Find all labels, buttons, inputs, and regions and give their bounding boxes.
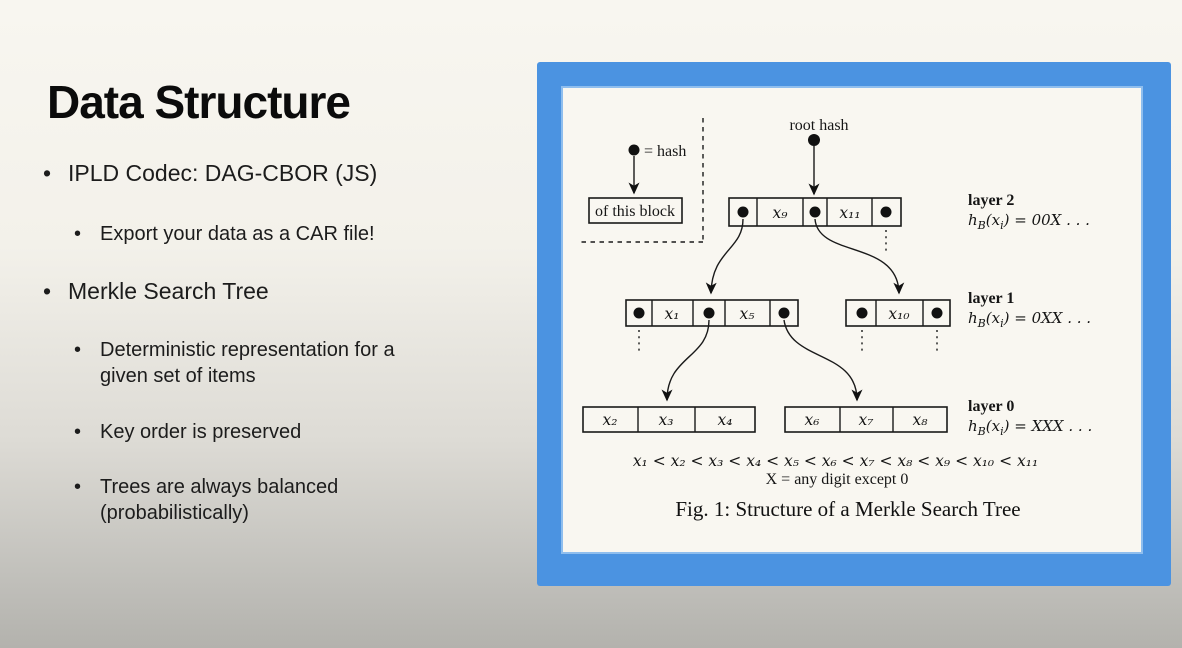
- formula-rest: ) = 0XX . . .: [1003, 309, 1092, 327]
- cell-x8: x₈: [913, 411, 929, 429]
- cell-x4: x₄: [718, 411, 733, 429]
- layer0-name: layer 0: [968, 398, 1015, 415]
- cell-x7: x₇: [859, 411, 875, 429]
- figure-caption: Fig. 1: Structure of a Merkle Search Tre…: [675, 497, 1021, 521]
- layer1-name: layer 1: [968, 290, 1015, 307]
- legend-box-label: of this block: [595, 203, 675, 220]
- formula-hsub: B: [977, 317, 986, 330]
- arrow-l2-to-l1-right: [814, 218, 905, 295]
- formula-mid: (x: [985, 417, 1001, 435]
- legend-divider: [577, 118, 704, 243]
- formula-rest: ) = 00X . . .: [1003, 211, 1090, 229]
- formula-hsub: B: [977, 219, 986, 232]
- layer1-label: layer 1 hB(xi) = 0XX . . .: [968, 290, 1138, 330]
- cell-x11: x₁₁: [839, 204, 860, 222]
- hash-dot-icon: [809, 206, 821, 218]
- cell-x2: x₂: [603, 411, 618, 429]
- merkle-tree-diagram: = hash of this block root hash x₉ x₁₁ x₁: [577, 117, 951, 433]
- formula-mid: (x: [985, 309, 1001, 327]
- arrow-l2-to-l1-left: [705, 218, 744, 295]
- hash-dot-icon: [778, 307, 790, 319]
- layer1-formula: hB(xi) = 0XX . . .: [968, 309, 1138, 330]
- cell-x10: x₁₀: [888, 305, 910, 323]
- layer2-formula: hB(xi) = 00X . . .: [968, 211, 1138, 232]
- hash-dot-icon: [628, 144, 640, 156]
- root-hash-dot-icon: [808, 134, 820, 146]
- cell-x5: x₅: [740, 305, 756, 323]
- formula-h: h: [968, 417, 978, 435]
- merkle-tree-figure: = hash of this block root hash x₉ x₁₁ x₁: [563, 88, 1141, 552]
- layer2-node: x₉ x₁₁: [728, 197, 902, 227]
- page-title: Data Structure: [47, 75, 351, 128]
- bullet-deterministic: Deterministic representation for a given…: [74, 337, 445, 390]
- formula-rest: ) = XXX . . .: [1003, 417, 1093, 435]
- formula-isub: i: [1000, 425, 1004, 438]
- layer1-left-node: x₁ x₅: [625, 299, 799, 327]
- root-hash-label: root hash: [789, 117, 848, 134]
- bullet-ipld-codec: IPLD Codec: DAG-CBOR (JS): [43, 158, 377, 189]
- bullet-merkle-tree: Merkle Search Tree: [43, 276, 269, 307]
- layer2-label: layer 2 hB(xi) = 00X . . .: [968, 192, 1138, 232]
- cell-x9: x₉: [773, 204, 789, 222]
- arrow-l1-to-l0-right: [783, 319, 863, 402]
- layer2-name: layer 2: [968, 192, 1015, 209]
- formula-h: h: [968, 211, 978, 229]
- formula-h: h: [968, 309, 978, 327]
- bullet-key-order: Key order is preserved: [74, 419, 301, 446]
- layer0-formula: hB(xi) = XXX . . .: [968, 417, 1138, 438]
- hash-dot-icon: [737, 206, 749, 218]
- formula-isub: i: [1000, 317, 1004, 330]
- hash-dot-icon: [703, 307, 715, 319]
- formula-mid: (x: [985, 211, 1001, 229]
- formula-isub: i: [1000, 219, 1004, 232]
- layer0-left-node: x₂ x₃ x₄: [582, 406, 756, 433]
- hash-dot-icon: [633, 307, 645, 319]
- bullet-balanced: Trees are always balanced (probabilistic…: [74, 474, 385, 527]
- hash-dot-icon: [931, 307, 943, 319]
- digit-note: X = any digit except 0: [765, 471, 909, 488]
- cell-x3: x₃: [659, 411, 674, 429]
- layer0-label: layer 0 hB(xi) = XXX . . .: [968, 398, 1138, 438]
- cell-x1: x₁: [665, 305, 680, 323]
- legend-box: [588, 197, 683, 224]
- key-order-inequality: x₁ < x₂ < x₃ < x₄ < x₅ < x₆ < x₇ < x₈ < …: [632, 452, 1039, 470]
- hash-dot-icon: [880, 206, 892, 218]
- hash-dot-icon: [856, 307, 868, 319]
- layer1-right-node: x₁₀: [845, 299, 951, 327]
- cell-x6: x₆: [805, 411, 820, 429]
- legend-hash-label: = hash: [644, 143, 686, 160]
- arrow-l1-to-l0-left: [661, 319, 710, 402]
- formula-hsub: B: [977, 425, 986, 438]
- bullet-export-car: Export your data as a CAR file!: [74, 221, 375, 248]
- layer0-right-node: x₆ x₇ x₈: [784, 406, 948, 433]
